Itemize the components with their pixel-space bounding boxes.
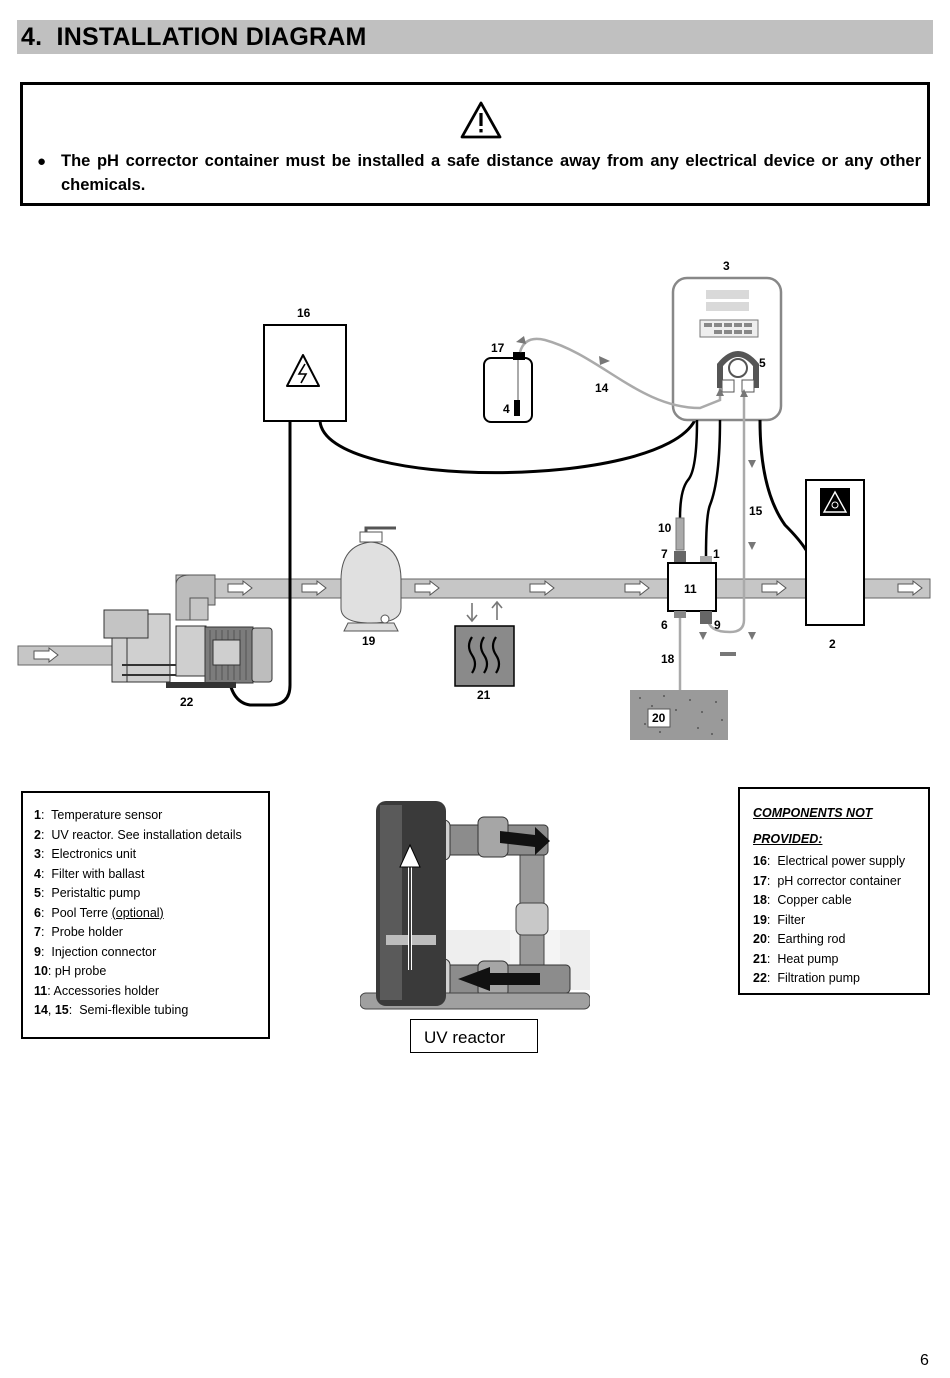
label-15: 15: [749, 504, 763, 518]
label-7: 7: [661, 547, 668, 561]
label-10: 10: [658, 521, 672, 535]
label-20: 20: [652, 711, 666, 725]
injection-connector: [700, 611, 712, 624]
components-not-provided-box: COMPONENTS NOT PROVIDED: 16: Electrical …: [738, 787, 930, 995]
label-16: 16: [297, 306, 311, 320]
section-header: 4. INSTALLATION DIAGRAM: [17, 20, 933, 54]
inlet-pipe: [17, 645, 119, 666]
not-provided-item: 16: Electrical power supply: [753, 854, 906, 868]
legend-item: 10: pH probe: [34, 964, 107, 978]
not-provided-item: 21: Heat pump: [753, 951, 839, 966]
not-provided-item: 17: pH corrector container: [753, 873, 901, 888]
peristaltic-pump: [717, 351, 759, 393]
uv-reactor-photo: [360, 795, 590, 1017]
label-11: 11: [684, 582, 697, 596]
label-22: 22: [180, 695, 194, 709]
label-6: 6: [661, 618, 668, 632]
label-1: 1: [713, 547, 720, 561]
ph-probe: [675, 517, 685, 551]
legend-item: 11: Accessories holder: [34, 983, 160, 998]
legend-item: 6: Pool Terre (optional): [34, 905, 164, 920]
heat-pump: [454, 600, 515, 687]
label-17: 17: [491, 341, 505, 355]
cable-10: [678, 419, 699, 519]
filtration-pump: [103, 609, 273, 688]
legend-item: 4: Filter with ballast: [34, 866, 145, 881]
sand-filter: [340, 526, 402, 632]
bullet-icon: ●: [37, 153, 47, 170]
cable-3-to-2: [758, 419, 808, 551]
section-title: 4. INSTALLATION DIAGRAM: [21, 23, 367, 52]
temperature-sensor: [700, 556, 712, 564]
legend-item: 7: Probe holder: [34, 925, 123, 939]
components-not-provided-title: COMPONENTS NOT: [753, 806, 873, 820]
legend-item: 1: Temperature sensor: [34, 808, 163, 822]
uv-hazard-icon: [822, 490, 848, 513]
tubing-14: [518, 337, 722, 410]
label-2: 2: [829, 637, 836, 651]
cable-1: [704, 419, 722, 557]
earthing-rod-ground: [630, 690, 728, 740]
legend-item: 5: Peristaltic pump: [34, 886, 141, 900]
high-voltage-icon: [286, 354, 320, 387]
filter-ballast: [514, 400, 520, 416]
display-2: [706, 302, 749, 311]
not-provided-item: 20: Earthing rod: [753, 932, 846, 946]
legend-box: 1: Temperature sensor 2: UV reactor. See…: [21, 791, 270, 1039]
probe-holder: [674, 551, 686, 564]
not-provided-item: 19: Filter: [753, 912, 806, 927]
tubing-15-arrows: [699, 389, 756, 656]
label-14: 14: [595, 381, 609, 395]
legend-item: 9: Injection connector: [34, 944, 157, 959]
cable-16-to-3: [318, 419, 697, 475]
legend-item: 14, 15: Semi-flexible tubing: [34, 1003, 189, 1017]
electronics-unit: [671, 276, 783, 422]
power-supply-box: [263, 324, 347, 422]
label-4: 4: [503, 402, 510, 416]
display-1: [706, 290, 749, 299]
keypad: [699, 319, 759, 338]
tubing-15: [706, 392, 746, 634]
elbow-bend: [175, 574, 216, 621]
pool-terre: [674, 611, 686, 618]
label-21: 21: [477, 688, 491, 702]
label-18: 18: [661, 652, 675, 666]
installation-diagram: 3 16 17 5 14 4 15 10 7 1 11 6 9 2 19 18 …: [17, 259, 931, 740]
warning-triangle-icon: [460, 101, 502, 139]
flow-arrows: [33, 579, 923, 664]
not-provided-item: 18: Copper cable: [753, 893, 852, 907]
components-not-provided-title-2: PROVIDED:: [753, 832, 823, 846]
section-number: 4.: [21, 23, 43, 51]
label-9: 9: [714, 618, 721, 632]
warning-box: ● The pH corrector container must be ins…: [20, 82, 930, 206]
page-number: 6: [920, 1352, 929, 1369]
warning-text: The pH corrector container must be insta…: [61, 152, 921, 194]
legend-item: 2: UV reactor. See installation details: [34, 827, 242, 842]
label-5: 5: [759, 356, 766, 370]
legend-item: 3: Electronics unit: [34, 847, 137, 861]
not-provided-item: 22: Filtration pump: [753, 971, 861, 985]
photo-caption: UV reactor: [410, 1019, 538, 1053]
cable-16-to-22: [226, 421, 292, 707]
label-3: 3: [723, 259, 730, 273]
label-19: 19: [362, 634, 376, 648]
section-title-text: INSTALLATION DIAGRAM: [56, 23, 367, 51]
accessories-holder: [667, 562, 717, 612]
